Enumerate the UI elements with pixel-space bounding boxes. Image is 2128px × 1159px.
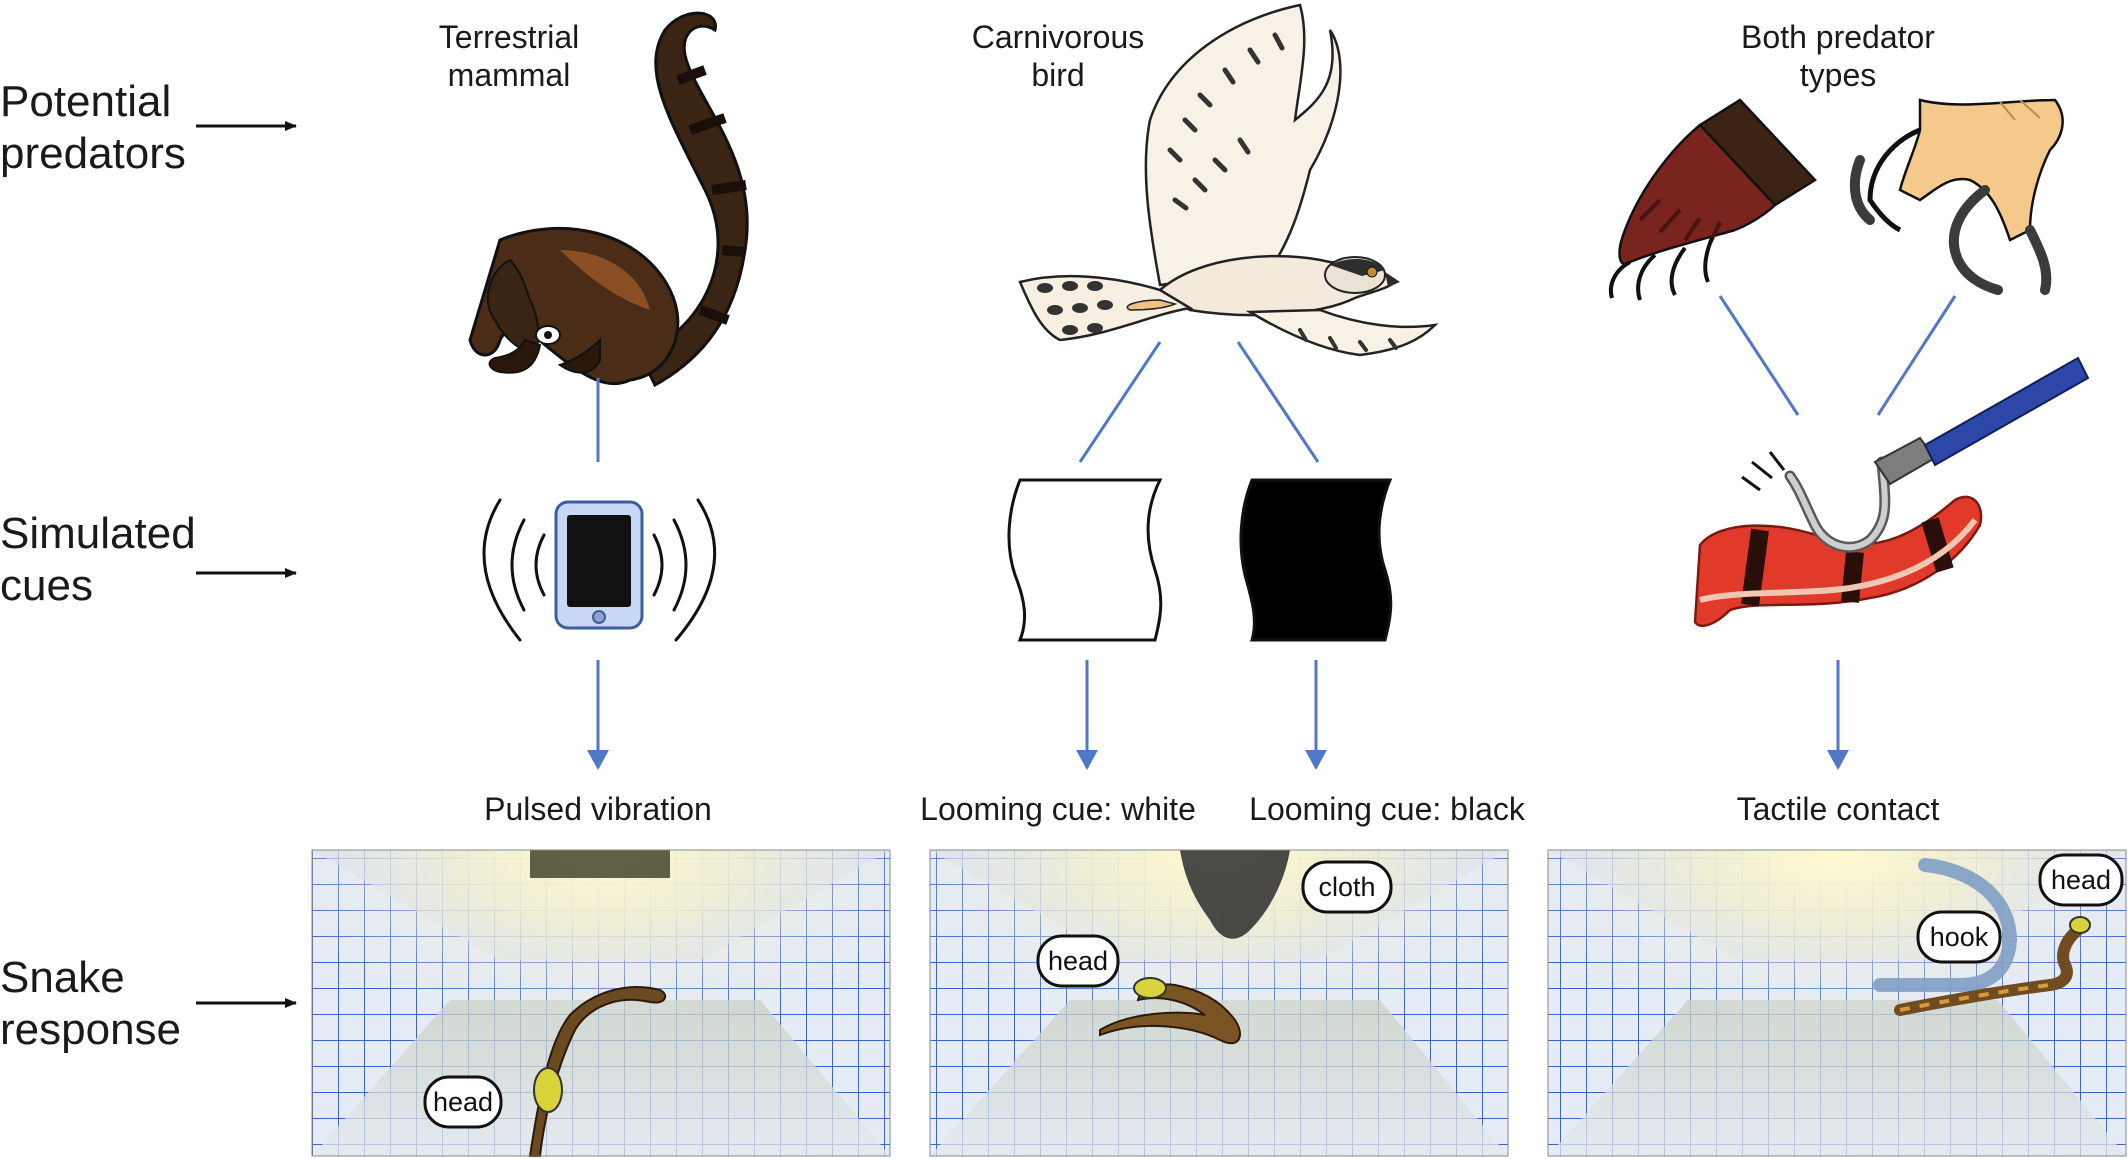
row-label-snake-response: Snake response [0,953,297,1054]
column-header-line: Carnivorous [972,19,1145,55]
svg-text:head: head [433,1087,493,1117]
photo-label-hook: hook [1916,910,2002,964]
cue-label-looming-black: Looming cue: black [1249,791,1526,827]
column-header-line: types [1800,57,1876,93]
vibrating-phone-icon [482,498,717,642]
column-header-line: bird [1031,57,1084,93]
hawk-icon [1018,3,1439,357]
column-header-bird: Carnivorous bird [972,19,1145,93]
connector-line [1876,295,1957,416]
row-label-simulated-cues: Simulated cues [0,509,297,610]
vibration-waves [482,498,717,642]
response-photo-tactile: head hook [1547,849,2127,1157]
column-header-mammal: Terrestrial mammal [439,19,579,93]
svg-text:hook: hook [1930,922,1989,952]
photo-label-head: head [423,1075,503,1129]
svg-text:head: head [1048,946,1108,976]
cue-label-looming-white: Looming cue: white [920,791,1196,827]
response-photo-vibration: head [311,849,891,1157]
response-photo-looming: cloth head [929,849,1509,1157]
svg-text:head: head [2051,865,2111,895]
row-label-line: response [0,1005,181,1054]
bird-talon-icon [1849,98,2064,295]
column-header-both: Both predator types [1741,19,1935,93]
cue-label-pulsed-vibration: Pulsed vibration [484,791,712,827]
black-cloth-icon [1239,478,1393,642]
wing-bars [1167,32,1285,211]
row-label-line: cues [0,561,93,610]
row-label-line: Snake [0,953,125,1002]
column-header-line: mammal [448,57,571,93]
coati-icon [468,11,749,388]
cue-label-tactile-contact: Tactile contact [1737,791,1940,827]
tail-spots [1037,281,1113,335]
row-label-potential-predators: Potential predators [0,77,297,178]
predator-to-cue-connectors [596,295,1957,463]
connector-line [1718,295,1800,416]
white-cloth-icon [1007,478,1163,642]
cue-to-response-arrows [587,660,1849,770]
svg-text:cloth: cloth [1318,872,1375,902]
photo-label-cloth: cloth [1301,860,1393,914]
connector-line [1236,341,1320,463]
column-header-line: Both predator [1741,19,1935,55]
row-label-line: Potential [0,77,171,126]
mammal-paw-icon [1609,98,1817,301]
photo-label-head: head [2038,853,2124,907]
photo-label-head: head [1036,934,1120,988]
row-label-line: Simulated [0,509,196,558]
row-label-line: predators [0,129,186,178]
connector-line [1078,341,1162,463]
snake-hook-icon [1693,356,2090,627]
column-header-line: Terrestrial [439,19,579,55]
